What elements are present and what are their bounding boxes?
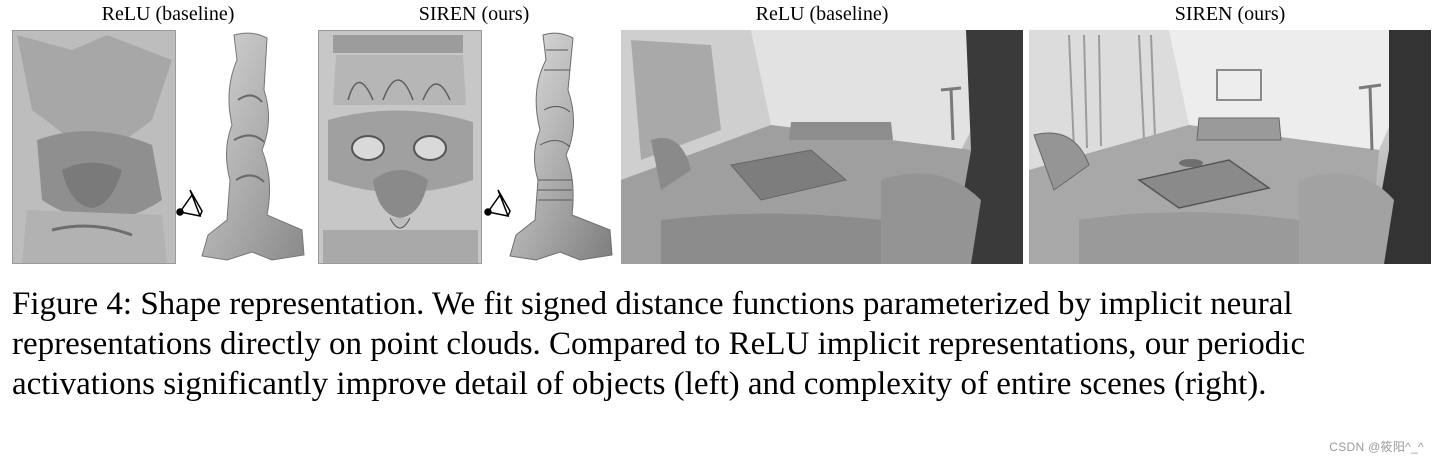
siren-statue — [509, 32, 613, 261]
panel-label-relu-object: ReLU (baseline) — [101, 3, 235, 25]
caption-line: representations directly on point clouds… — [12, 326, 1306, 362]
caption-line: activations significantly improve detail… — [12, 366, 1267, 402]
siren-object-render — [318, 30, 616, 264]
camera-icon — [484, 189, 511, 218]
caption-line: Figure 4: Shape representation. We fit s… — [12, 286, 1293, 322]
panel-label-relu-scene: ReLU (baseline) — [755, 3, 889, 25]
panel-label-siren-scene: SIREN (ours) — [1174, 3, 1286, 25]
figure-caption: Figure 4: Shape representation. We fit s… — [12, 284, 1430, 404]
relu-object-render — [12, 30, 308, 264]
siren-scene-render — [1029, 30, 1431, 264]
panel-label-siren-object: SIREN (ours) — [418, 3, 530, 25]
camera-icon — [176, 189, 203, 218]
watermark: CSDN @筱阳^_^ — [1329, 440, 1424, 454]
relu-statue — [201, 32, 305, 261]
relu-scene-render — [621, 30, 1023, 264]
